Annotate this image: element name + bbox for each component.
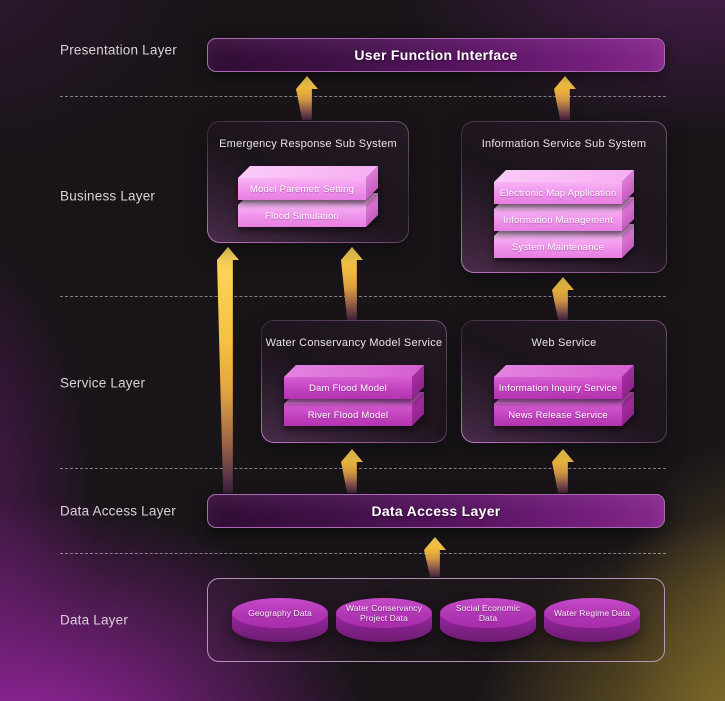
database-cylinder-icon: Water Regime Data <box>544 598 640 642</box>
node-electronic-map-application: Electronic Map Application <box>494 170 634 204</box>
card-title: Information Service Sub System <box>481 138 647 150</box>
slab-top-face <box>494 365 634 377</box>
database-label: Water Regime Data <box>544 598 640 628</box>
slab-label: Flood Simulation <box>238 205 366 227</box>
database-cylinder-icon: Geography Data <box>232 598 328 642</box>
node-dam-flood-model: Dam Flood Model <box>284 365 424 399</box>
database-label: Water Conservancy Project Data <box>336 598 432 628</box>
up-arrow-icon <box>341 449 363 493</box>
up-arrow-icon <box>424 537 446 577</box>
slab-label: Information Management <box>494 209 622 231</box>
label-business-layer: Business Layer <box>60 188 156 204</box>
database-cylinder-icon: Water Conservancy Project Data <box>336 598 432 642</box>
layer-separator <box>60 468 666 469</box>
up-arrow-icon <box>554 76 576 120</box>
database-label: Geography Data <box>232 598 328 628</box>
card-title: Emergency Response Sub System <box>219 138 397 150</box>
slab-label: Electronic Map Application <box>494 182 622 204</box>
card-emergency-response-sub-system: Emergency Response Sub System Model Pare… <box>207 121 409 243</box>
slab-label: Dam Flood Model <box>284 377 412 399</box>
node-information-inquiry-service: Information Inquiry Service <box>494 365 634 399</box>
card-information-service-sub-system: Information Service Sub System Electroni… <box>461 121 667 273</box>
slab-label: News Release Service <box>494 404 622 426</box>
card-title: Web Service <box>531 337 597 349</box>
up-arrow-icon <box>217 247 239 493</box>
layer-separator <box>60 296 666 297</box>
card-water-conservancy-model-service: Water Conservancy Model Service Dam Floo… <box>261 320 447 443</box>
slab-stack: Information Inquiry Service News Release… <box>494 365 634 426</box>
slab-top-face <box>284 365 424 377</box>
up-arrow-icon <box>552 277 574 320</box>
layer-separator <box>60 96 666 97</box>
slab-stack: Dam Flood Model River Flood Model <box>284 365 424 426</box>
slab-label: River Flood Model <box>284 404 412 426</box>
database-label: Social Economic Data <box>440 598 536 628</box>
label-presentation-layer: Presentation Layer <box>60 42 177 58</box>
slab-stack: Electronic Map Application Information M… <box>494 170 634 258</box>
slab-label: Information Inquiry Service <box>494 377 622 399</box>
card-web-service: Web Service Information Inquiry Service … <box>461 320 667 443</box>
user-function-interface-banner: User Function Interface <box>207 38 665 72</box>
label-data-layer: Data Layer <box>60 612 129 628</box>
data-layer-container: Geography Data Water Conservancy Project… <box>207 578 665 662</box>
up-arrow-icon <box>552 449 574 493</box>
slab-top-face <box>494 170 634 182</box>
up-arrow-icon <box>341 247 363 320</box>
layer-separator <box>60 553 666 554</box>
node-model-parameter-setting: Model Paremetr Setting <box>238 166 378 200</box>
slab-label: System Maintenance <box>494 236 622 258</box>
slab-label: Model Paremetr Setting <box>238 178 366 200</box>
label-data-access-layer: Data Access Layer <box>60 503 176 519</box>
data-access-layer-banner: Data Access Layer <box>207 494 665 528</box>
database-cylinder-icon: Social Economic Data <box>440 598 536 642</box>
slab-top-face <box>238 166 378 178</box>
slab-stack: Model Paremetr Setting Flood Simulation <box>238 166 378 227</box>
up-arrow-icon <box>296 76 318 120</box>
card-title: Water Conservancy Model Service <box>265 337 443 349</box>
label-service-layer: Service Layer <box>60 375 146 391</box>
